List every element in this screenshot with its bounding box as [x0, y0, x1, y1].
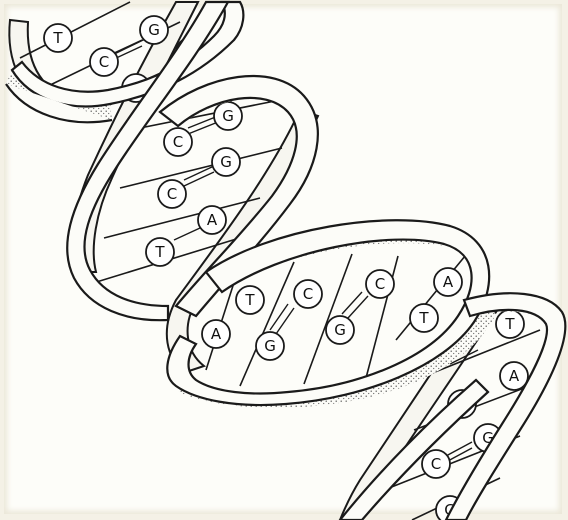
base-label: C: [167, 185, 177, 203]
rung: [20, 2, 130, 58]
base-circle: A: [198, 206, 226, 234]
base-label: A: [509, 367, 520, 385]
bond: [112, 40, 142, 54]
base-circle: A: [434, 268, 462, 296]
base-circle: C: [422, 450, 450, 478]
rung: [240, 262, 294, 386]
base-circle: C: [90, 48, 118, 76]
bond: [342, 292, 362, 314]
base-circle: C: [164, 128, 192, 156]
bond: [270, 304, 288, 330]
bond: [348, 296, 368, 318]
base-circle: C: [158, 180, 186, 208]
base-label: T: [154, 243, 165, 261]
base-label: G: [148, 21, 160, 39]
base-label: G: [264, 337, 276, 355]
rung: [120, 148, 282, 188]
base-label: A: [207, 211, 218, 229]
bond: [174, 228, 200, 240]
bond: [188, 122, 218, 134]
base-circle: G: [256, 332, 284, 360]
base-circle: C: [294, 280, 322, 308]
bond: [276, 308, 294, 334]
base-circle: G: [212, 148, 240, 176]
bond: [184, 172, 214, 186]
base-label: T: [52, 29, 63, 47]
base-circle: T: [146, 238, 174, 266]
base-circle: T: [236, 286, 264, 314]
base-label: C: [303, 285, 313, 303]
base-circle: T: [410, 304, 438, 332]
base-label: A: [211, 325, 222, 343]
base-label: T: [418, 309, 429, 327]
base-circle: C: [366, 270, 394, 298]
base-label: G: [220, 153, 232, 171]
base-label: T: [504, 315, 515, 333]
base-label: A: [443, 273, 454, 291]
base-circle: G: [214, 102, 242, 130]
base-label: G: [334, 321, 346, 339]
base-label: C: [173, 133, 183, 151]
base-circle: G: [326, 316, 354, 344]
base-label: C: [99, 53, 109, 71]
base-label: G: [222, 107, 234, 125]
base-label: C: [431, 455, 441, 473]
bond: [446, 442, 472, 456]
base-label: T: [244, 291, 255, 309]
base-circle: T: [44, 24, 72, 52]
base-label: C: [375, 275, 385, 293]
base-circle: G: [140, 16, 168, 44]
base-circle: A: [202, 320, 230, 348]
base-circle: T: [496, 310, 524, 338]
